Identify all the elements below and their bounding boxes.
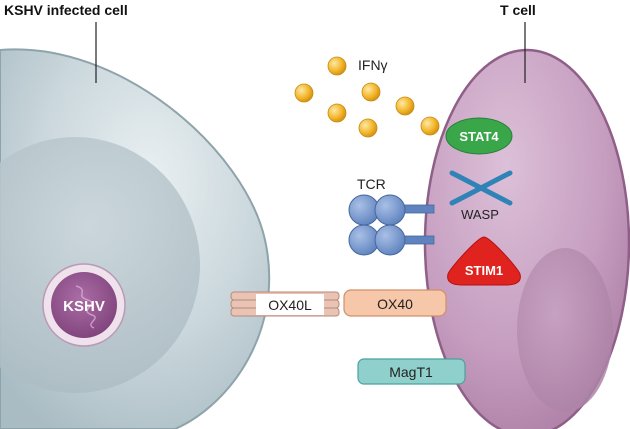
ox40-receptor: OX40 — [343, 289, 447, 317]
magt1-label: MagT1 — [389, 364, 433, 380]
stat4-protein: STAT4 — [445, 117, 513, 155]
tcr-receptor — [348, 194, 435, 256]
viral-genome-icon — [75, 285, 96, 329]
ifn-gamma-particles — [294, 56, 440, 138]
wasp-label: WASP — [461, 207, 499, 222]
stat4-label: STAT4 — [459, 129, 499, 144]
wasp-protein: WASP — [449, 170, 513, 222]
kshv-label: KSHV — [63, 298, 105, 315]
ifn-gamma-particle — [361, 82, 381, 102]
ifn-gamma-particle — [420, 116, 440, 136]
magt1-transporter: MagT1 — [357, 358, 466, 385]
ifn-gamma-particle — [327, 56, 347, 76]
ifn-gamma-label: IFNγ — [358, 57, 388, 73]
ifn-gamma-particle — [395, 96, 415, 116]
tcr-domain — [374, 224, 406, 256]
stim1-protein: STIM1 — [447, 236, 521, 286]
ox40l-ligand: OX40L — [230, 291, 340, 317]
kshv-cell-title: KSHV infected cell — [4, 2, 128, 18]
stim1-label: STIM1 — [465, 263, 503, 278]
tcr-domain — [374, 194, 406, 226]
t-cell-nucleus — [517, 248, 613, 412]
ifn-gamma-particle — [294, 83, 314, 103]
ifn-gamma-particle — [327, 103, 347, 123]
ifn-gamma-particle — [358, 118, 378, 138]
t-cell-title: T cell — [500, 2, 536, 18]
ox40l-label: OX40L — [268, 297, 312, 313]
kshv-virus: KSHV — [42, 263, 126, 347]
kshv-infected-cell — [0, 48, 271, 429]
ox40-label: OX40 — [377, 296, 413, 312]
tcr-label: TCR — [357, 176, 386, 192]
